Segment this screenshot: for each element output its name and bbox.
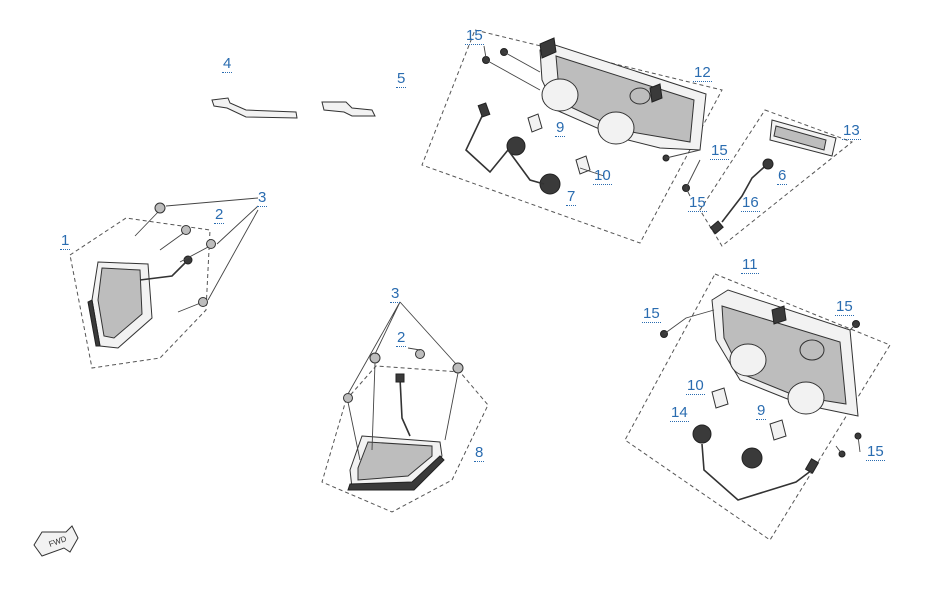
headlight-upper-12: [421, 29, 723, 244]
callout-2-right[interactable]: 2: [396, 329, 407, 347]
callout-15-top[interactable]: 15: [465, 27, 484, 45]
callout-9-upper[interactable]: 9: [555, 119, 566, 137]
callout-4[interactable]: 4: [222, 55, 233, 73]
callout-7[interactable]: 7: [566, 188, 577, 206]
callout-11[interactable]: 11: [741, 256, 759, 274]
forward-arrow-icon: FWD: [33, 525, 79, 557]
callout-12[interactable]: 12: [693, 64, 712, 82]
callout-13[interactable]: 13: [842, 122, 861, 140]
callout-15-lower-right[interactable]: 15: [835, 298, 854, 316]
callout-3-right[interactable]: 3: [390, 285, 401, 303]
callout-2-left[interactable]: 2: [214, 206, 225, 224]
callout-3-left[interactable]: 3: [257, 189, 268, 207]
callout-10-lower[interactable]: 10: [686, 377, 705, 395]
callout-10-upper[interactable]: 10: [593, 167, 612, 185]
callout-6[interactable]: 6: [777, 167, 788, 185]
bracket-rod-4: [211, 97, 298, 119]
interior-lamp-13: [699, 109, 854, 247]
callout-15-lower-left[interactable]: 15: [642, 305, 661, 323]
side-lamp-left-1: [69, 197, 259, 369]
callout-5[interactable]: 5: [396, 70, 407, 88]
callout-15-upper-right[interactable]: 15: [710, 142, 729, 160]
callout-14[interactable]: 14: [670, 404, 689, 422]
callout-15-bottom[interactable]: 15: [866, 443, 885, 461]
callout-9-lower[interactable]: 9: [756, 402, 767, 420]
callout-1[interactable]: 1: [60, 232, 71, 250]
callout-15-middle[interactable]: 15: [688, 194, 707, 212]
callout-16[interactable]: 16: [741, 194, 760, 212]
callout-8[interactable]: 8: [474, 444, 485, 462]
headlight-lower-11: [624, 273, 891, 541]
bracket-plate-5: [321, 101, 376, 117]
side-lamp-right-8: [321, 301, 489, 513]
